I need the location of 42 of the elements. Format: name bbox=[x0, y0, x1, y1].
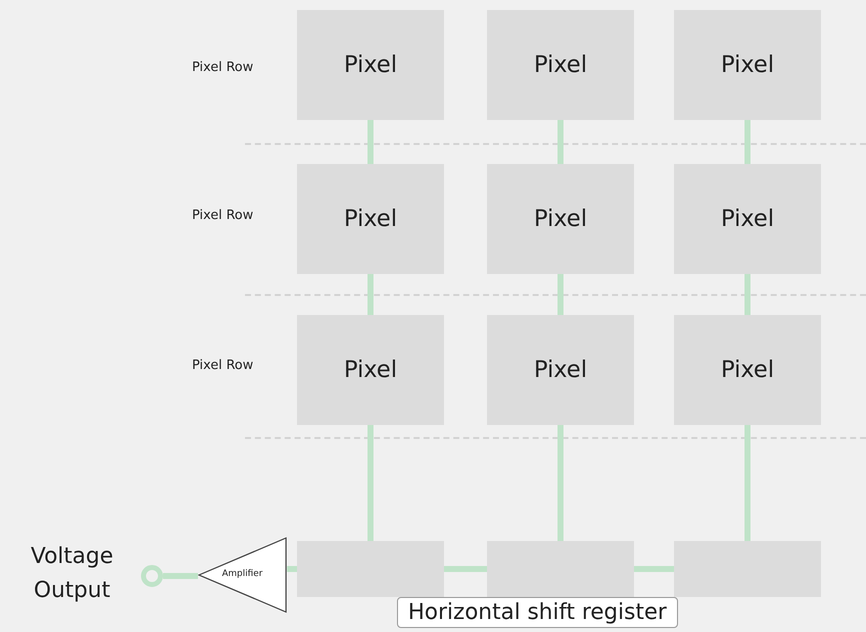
pixel-box bbox=[297, 164, 444, 274]
output-terminal bbox=[141, 565, 163, 587]
pixel-box bbox=[487, 164, 634, 274]
pixel-box bbox=[674, 164, 821, 274]
pixel-box bbox=[674, 315, 821, 425]
row-label: Pixel Row bbox=[192, 208, 254, 223]
signal-line bbox=[444, 566, 487, 572]
pixel-label: Pixel bbox=[720, 357, 774, 383]
signal-line bbox=[744, 425, 750, 541]
signal-line bbox=[634, 566, 674, 572]
pixel-label: Pixel bbox=[344, 357, 398, 383]
pixel-label: Pixel bbox=[534, 357, 588, 383]
pixel-label: Pixel bbox=[534, 206, 588, 232]
signal-line bbox=[558, 425, 564, 541]
signal-line bbox=[744, 274, 750, 315]
signal-line bbox=[287, 566, 297, 572]
register-cell bbox=[297, 541, 444, 597]
amplifier-triangle bbox=[198, 537, 287, 613]
register-cell bbox=[674, 541, 821, 597]
pixel-label: Pixel bbox=[720, 206, 774, 232]
pixel-label: Pixel bbox=[344, 206, 398, 232]
pixel-box bbox=[674, 10, 821, 120]
signal-line bbox=[368, 274, 374, 315]
register-cell bbox=[487, 541, 634, 597]
row-label: Pixel Row bbox=[192, 60, 254, 75]
signal-line bbox=[558, 120, 564, 164]
signal-line bbox=[163, 573, 198, 579]
signal-line bbox=[368, 120, 374, 164]
signal-line bbox=[744, 120, 750, 164]
pixel-box bbox=[487, 10, 634, 120]
pixel-label: Pixel bbox=[534, 52, 588, 78]
register-label: Horizontal shift register bbox=[397, 597, 678, 628]
output-label: Voltage Output bbox=[30, 543, 114, 605]
signal-line bbox=[368, 425, 374, 541]
row-label: Pixel Row bbox=[192, 358, 254, 373]
pixel-box bbox=[297, 315, 444, 425]
pixel-label: Pixel bbox=[720, 52, 774, 78]
signal-line bbox=[558, 274, 564, 315]
pixel-box bbox=[297, 10, 444, 120]
pixel-label: Pixel bbox=[344, 52, 398, 78]
pixel-box bbox=[487, 315, 634, 425]
amplifier-label: Amplifier bbox=[222, 569, 263, 579]
